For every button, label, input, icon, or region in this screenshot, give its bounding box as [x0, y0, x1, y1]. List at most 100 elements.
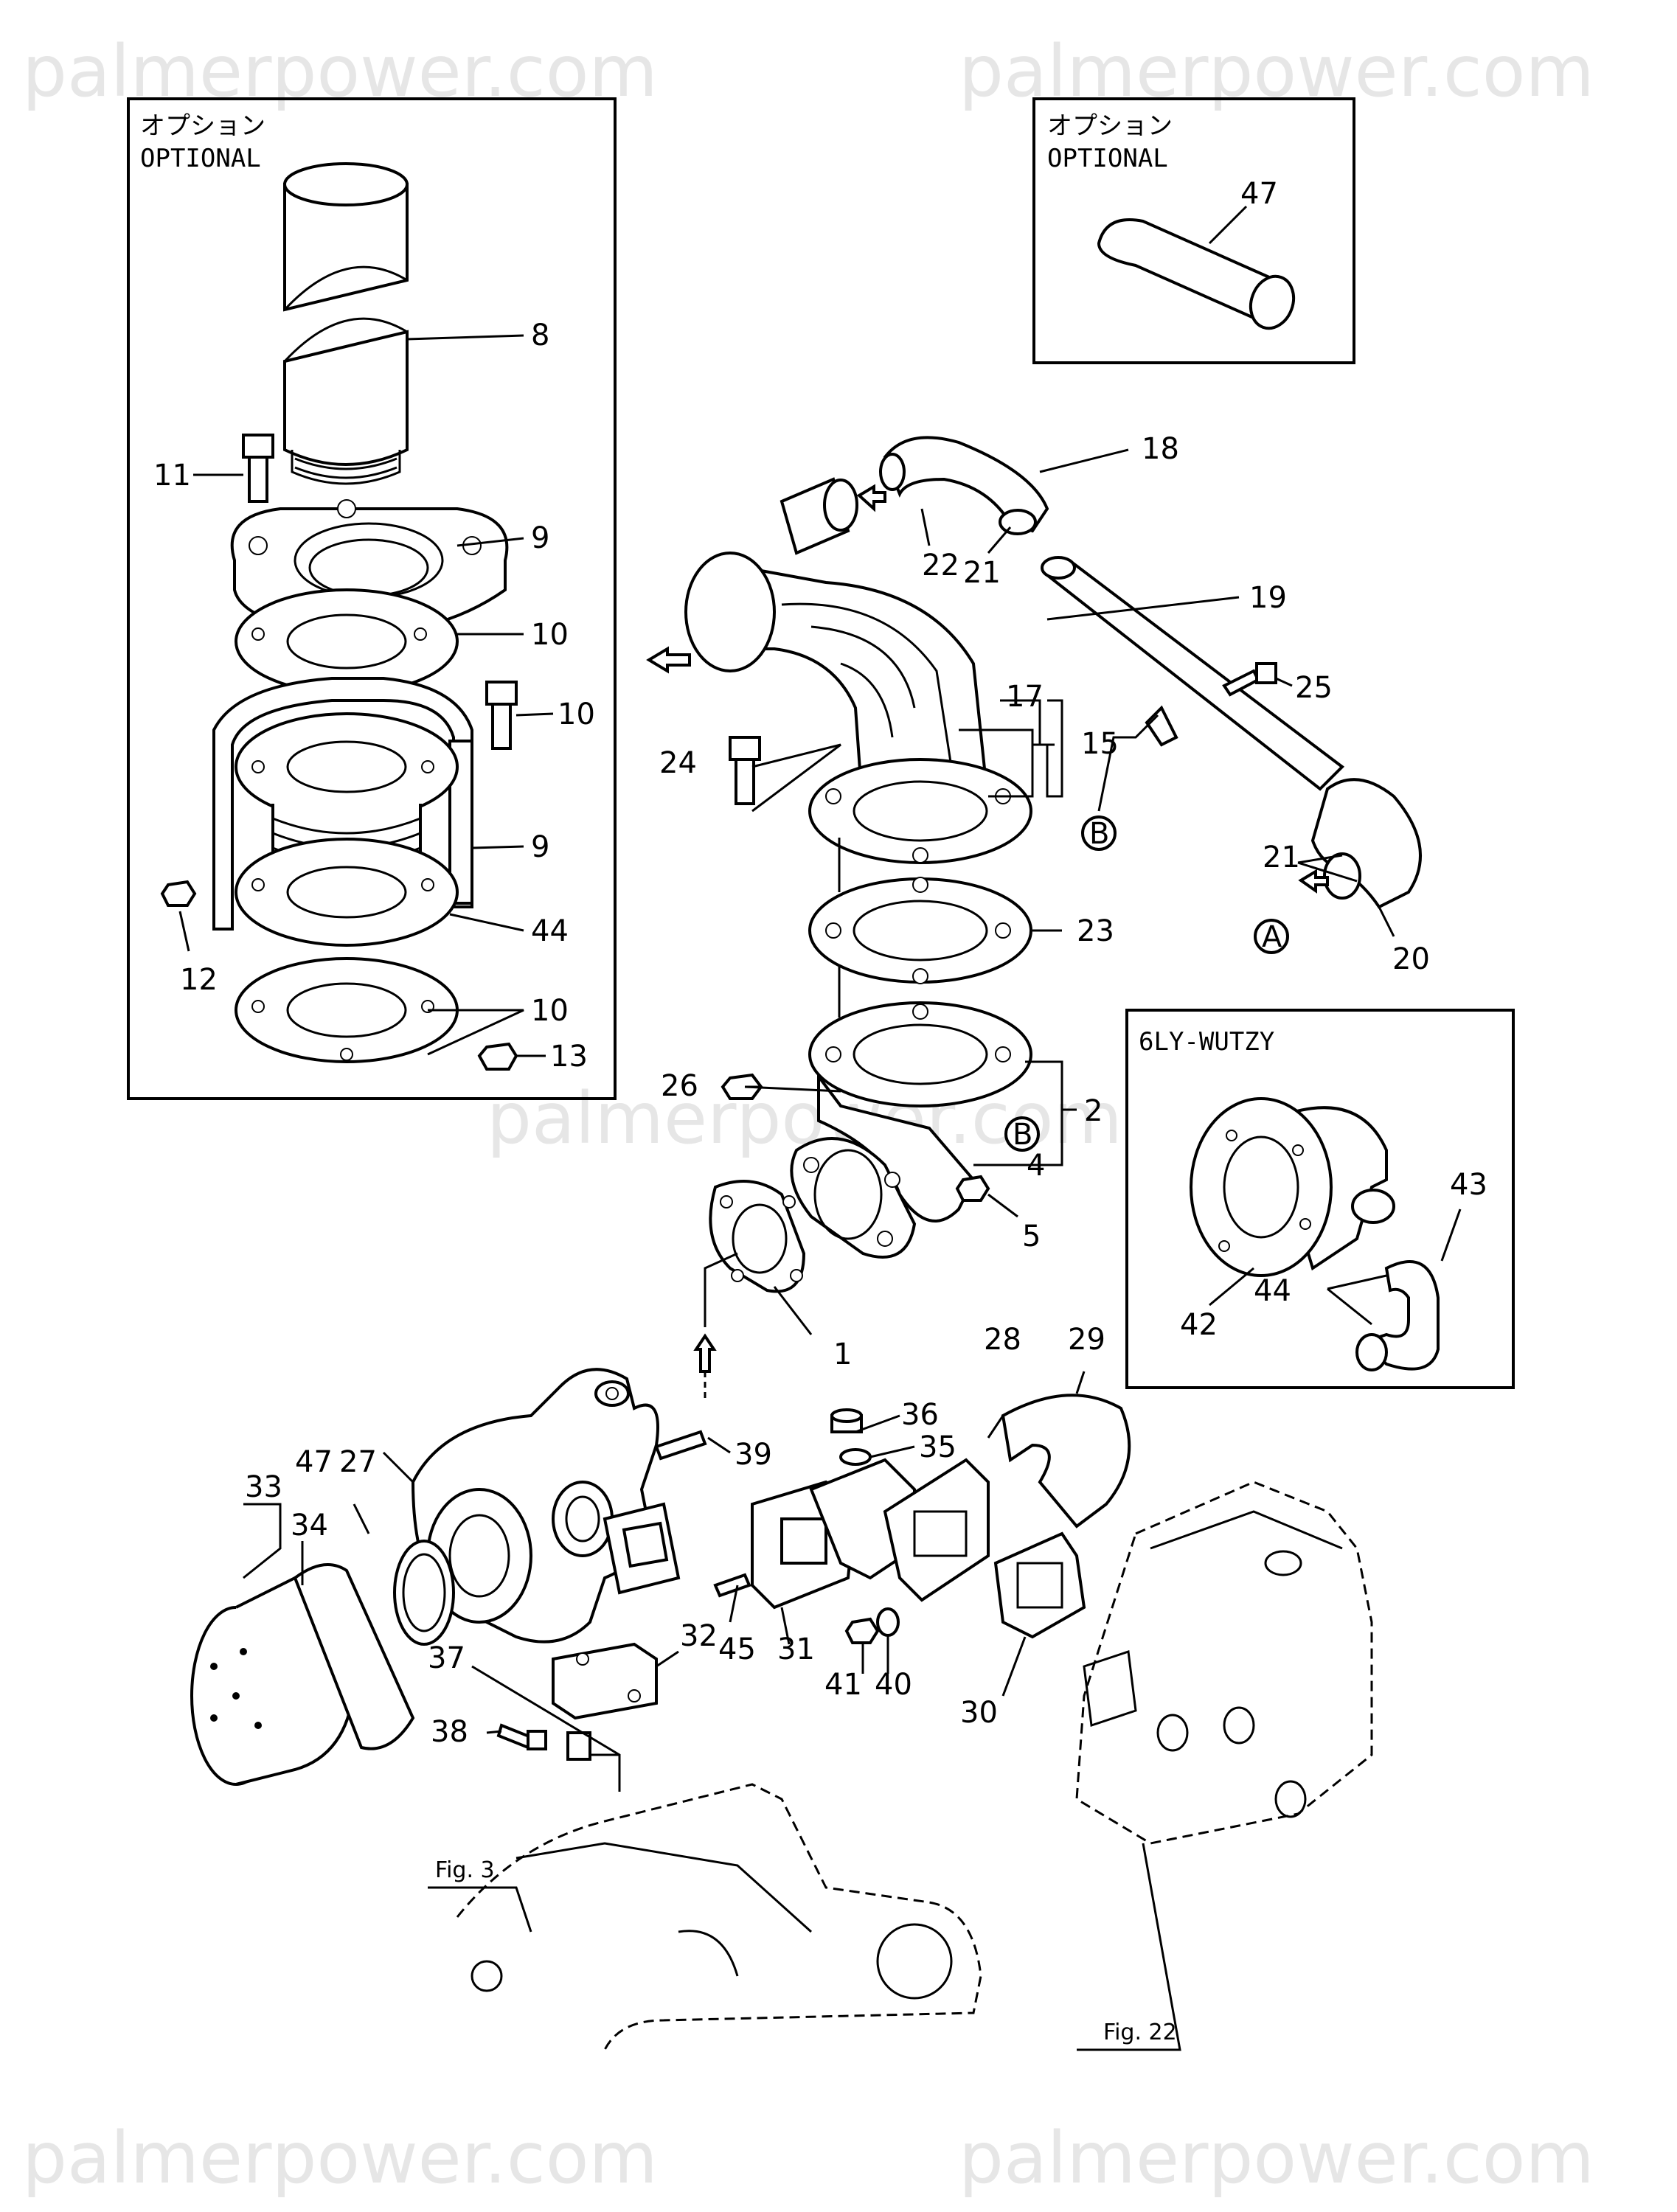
optional-left-caption-en: OPTIONAL: [140, 144, 261, 173]
breather-pipe-part-19: [1041, 556, 1345, 791]
washer-part-35: [839, 1448, 872, 1466]
label-9-lower: 10: [531, 994, 569, 1028]
label-12: 12: [180, 963, 218, 997]
stud-part-45: [713, 1573, 751, 1598]
ref-a-text: A: [1262, 920, 1282, 954]
bolt-part-25: [1222, 662, 1277, 697]
breather-hose-part-18: [780, 436, 1049, 555]
exhaust-manifold-part-31: [751, 1458, 916, 1610]
label-25: 25: [1295, 671, 1333, 705]
turbocharger-part-27: [411, 1368, 681, 1644]
label-33: 33: [245, 1470, 282, 1504]
watermark-top-right: palmerpower.com: [959, 30, 1594, 113]
variant-caption: 6LY-WUTZY: [1139, 1027, 1274, 1057]
watermark-bottom-right: palmerpower.com: [959, 2117, 1594, 2199]
elbow-pipe-part-46: [1097, 218, 1296, 330]
bolt-part-10: [485, 681, 518, 750]
label-23: 23: [1077, 914, 1114, 948]
bolt-part-11: [242, 434, 274, 503]
fig-ref-3: Fig. 3: [435, 1857, 495, 1883]
label-44-left: 44: [531, 914, 569, 948]
label-36: 36: [901, 1398, 939, 1432]
gasket-part-30: [993, 1531, 1086, 1639]
fig-ref-22: Fig. 22: [1103, 2020, 1177, 2045]
label-9-upper: 10: [531, 618, 569, 652]
label-6: 8: [531, 319, 549, 352]
elbow-part-42: [1190, 1097, 1395, 1277]
label-22: 22: [922, 549, 959, 582]
label-5: 5: [1022, 1220, 1041, 1253]
label-35: 35: [919, 1430, 956, 1464]
ref-b-lower-text: B: [1013, 1118, 1032, 1152]
gasket-part-28: [883, 1458, 990, 1602]
label-24: 24: [659, 746, 697, 780]
bolt-part-38: [496, 1723, 547, 1750]
label-21-lower: 21: [1263, 841, 1300, 874]
label-18: 18: [1142, 432, 1179, 466]
optional-right-caption-jp: オプション: [1047, 111, 1173, 141]
label-19: 19: [1249, 581, 1287, 615]
nut-part-12: [160, 880, 197, 907]
hose-part-43: [1355, 1260, 1440, 1371]
bolt-part-37: [566, 1731, 591, 1761]
label-40: 40: [875, 1668, 912, 1702]
label-7: 9: [531, 521, 549, 555]
label-44-right: 44: [1254, 1274, 1291, 1308]
label-42: 42: [1180, 1308, 1218, 1342]
engine-block-outline: [1075, 1481, 1373, 1845]
clamp-part-47: [393, 1540, 455, 1646]
label-2: 2: [1084, 1094, 1103, 1128]
exhaust-elbow-assembly: [646, 552, 1032, 1401]
optional-right-caption-en: OPTIONAL: [1047, 144, 1168, 173]
engine-front-outline: [456, 1783, 982, 2051]
variant-box-6ly-wutzy: 6LY-WUTZY 42 43 44: [1125, 1009, 1515, 1389]
flex-joint-part-44: [235, 712, 459, 947]
mounting-bracket: [212, 677, 473, 931]
ref-circle-b-lower: B: [1004, 1116, 1040, 1152]
ref-circle-b-upper: B: [1081, 815, 1117, 851]
label-38: 38: [431, 1715, 468, 1749]
label-28: 28: [984, 1323, 1021, 1357]
label-34: 34: [291, 1509, 328, 1543]
watermark-bottom-left: palmerpower.com: [22, 2117, 658, 2199]
label-32: 32: [680, 1619, 718, 1653]
gasket-part-9-lower: [235, 957, 459, 1063]
label-21-upper: 21: [963, 556, 1001, 590]
stud-part-39: [654, 1430, 707, 1461]
label-37: 37: [428, 1641, 465, 1675]
label-47: 47: [295, 1445, 333, 1479]
label-17: 17: [1006, 680, 1044, 714]
nut-part-41: [844, 1617, 880, 1644]
label-45: 45: [718, 1632, 756, 1666]
ref-circle-a: A: [1254, 919, 1289, 954]
label-39: 39: [735, 1438, 772, 1472]
label-31: 31: [777, 1632, 815, 1666]
label-46: 47: [1240, 177, 1278, 211]
optional-left-caption-jp: オプション: [140, 111, 265, 141]
label-15: 15: [1081, 727, 1119, 761]
label-13: 13: [550, 1040, 588, 1074]
washer-part-40: [876, 1607, 900, 1637]
label-43: 43: [1450, 1168, 1487, 1202]
label-4: 4: [1027, 1149, 1045, 1183]
label-41: 41: [824, 1668, 862, 1702]
optional-box-left: オプション OPTIONAL: [127, 97, 617, 1100]
label-11: 11: [153, 459, 191, 493]
nut-part-13: [477, 1042, 518, 1071]
label-10: 10: [558, 698, 595, 731]
ref-b-upper-text: B: [1089, 817, 1109, 851]
plug-part-36: [830, 1408, 863, 1433]
optional-box-right: オプション OPTIONAL 47: [1032, 97, 1355, 364]
connector-block-part-32: [552, 1642, 658, 1720]
label-26: 26: [661, 1069, 698, 1103]
label-29: 29: [1068, 1323, 1105, 1357]
label-27: 27: [339, 1445, 377, 1479]
filter-element-part-34: [293, 1563, 415, 1750]
label-8: 9: [531, 830, 549, 864]
heat-shield-part-29: [1001, 1394, 1131, 1528]
watermark-top-left: palmerpower.com: [22, 30, 658, 113]
label-20: 20: [1392, 942, 1430, 976]
label-1: 1: [833, 1338, 852, 1371]
